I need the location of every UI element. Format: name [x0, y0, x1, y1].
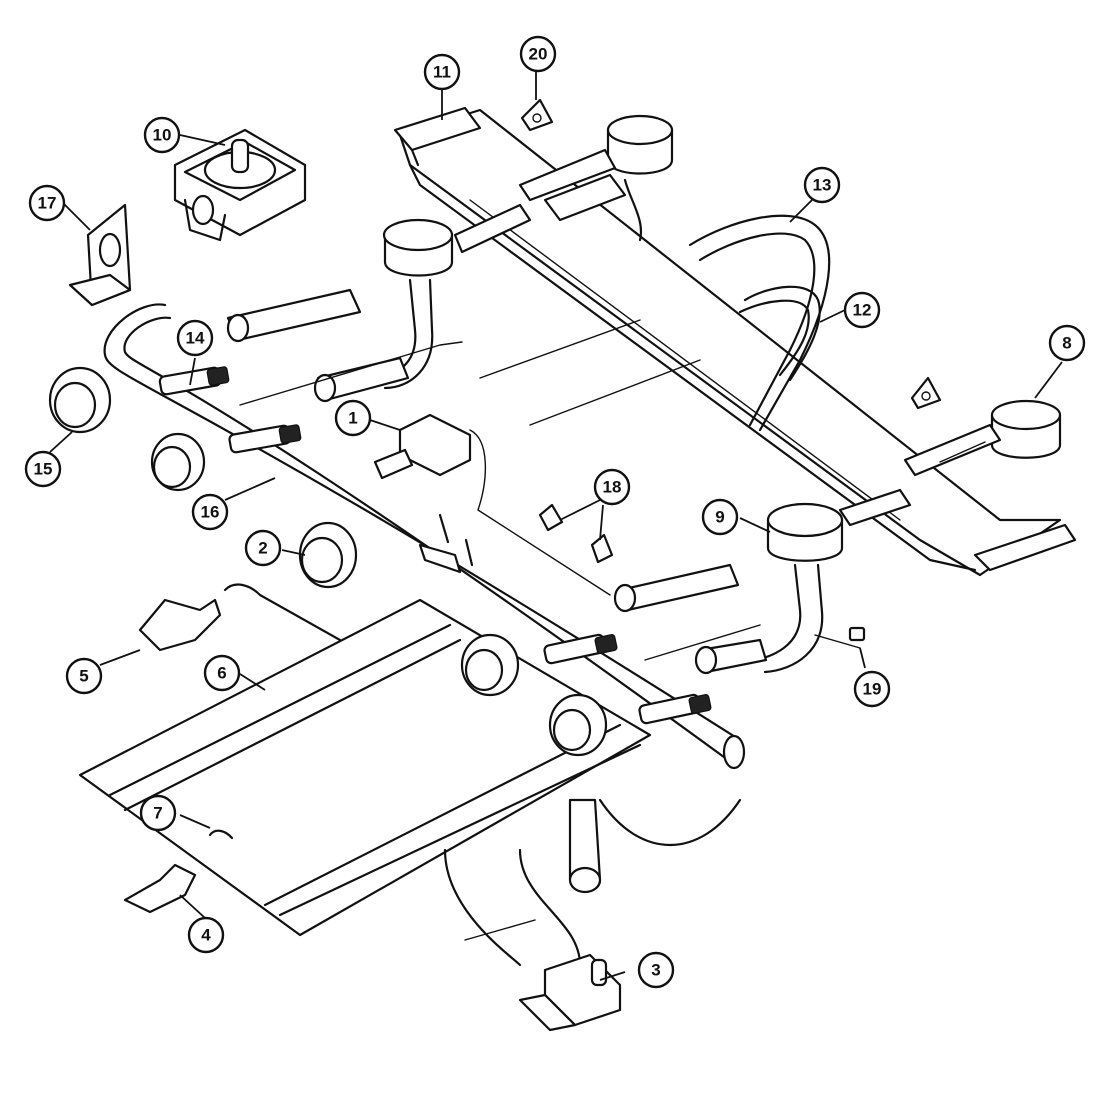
- burner-tube-13: [688, 214, 831, 432]
- burner-cap-part-15: [48, 366, 112, 434]
- switch-part-1: [373, 413, 472, 480]
- leader-lines: [49, 70, 1063, 981]
- callout-label-1: 1: [348, 409, 357, 428]
- callout-label-18: 18: [603, 478, 622, 497]
- burner-head-8: [903, 399, 1062, 477]
- callout-label-6: 6: [217, 664, 226, 683]
- callout-18: 18: [593, 468, 631, 506]
- burner-tube-12: [738, 285, 821, 382]
- callout-label-10: 10: [153, 126, 172, 145]
- callout-7: 7: [139, 794, 177, 832]
- callout-2: 2: [244, 529, 282, 567]
- callout-label-2: 2: [258, 539, 267, 558]
- clip-part-20b: [910, 376, 942, 410]
- ignition-wires: [239, 319, 861, 661]
- bracket-part-17: [68, 203, 132, 307]
- callout-12: 12: [843, 291, 881, 329]
- clip-part-7: [208, 829, 234, 840]
- callout-label-3: 3: [651, 961, 660, 980]
- callout-label-16: 16: [201, 503, 220, 522]
- callouts: 1 2 3 4 5 6 7 8 9 10 11 12 13 14 15 16 1…: [24, 35, 1086, 989]
- oven-burner-caps: [460, 633, 608, 757]
- oven-thermostat-wire: [443, 848, 582, 967]
- venturi-tubes: [226, 288, 768, 675]
- oven-igniter: [568, 798, 742, 894]
- callout-label-9: 9: [715, 508, 724, 527]
- callout-16: 16: [191, 493, 229, 531]
- screws-part-18: [418, 503, 614, 574]
- callout-label-14: 14: [186, 329, 205, 348]
- callout-8: 8: [1048, 324, 1086, 362]
- callout-3: 3: [637, 951, 675, 989]
- burner-head-rear-left: [518, 114, 674, 242]
- callout-9: 9: [701, 498, 739, 536]
- bracket-part-5: [138, 583, 342, 652]
- callout-label-13: 13: [813, 176, 832, 195]
- callout-label-20: 20: [529, 45, 548, 64]
- callout-6: 6: [203, 654, 241, 692]
- callout-10: 10: [143, 116, 181, 154]
- wire-connector-19: [848, 626, 866, 642]
- callout-label-8: 8: [1062, 334, 1071, 353]
- callout-19: 19: [853, 670, 891, 708]
- callout-label-4: 4: [201, 926, 211, 945]
- safety-valve-part-3: [518, 953, 622, 1032]
- callout-label-12: 12: [853, 301, 872, 320]
- callout-20: 20: [519, 35, 557, 73]
- callout-14: 14: [176, 319, 214, 357]
- callout-label-5: 5: [79, 667, 88, 686]
- callout-4: 4: [187, 916, 225, 954]
- bracket-part-4: [123, 863, 197, 914]
- callout-17: 17: [28, 184, 66, 222]
- burner-frame-crossbar: [398, 108, 1077, 577]
- valve-part-10: [173, 128, 307, 242]
- burner-cap-part-15b: [150, 432, 206, 492]
- clip-part-20: [520, 98, 554, 132]
- callout-label-19: 19: [863, 680, 882, 699]
- callout-5: 5: [65, 657, 103, 695]
- callout-label-17: 17: [38, 194, 57, 213]
- callout-label-15: 15: [34, 460, 53, 479]
- callout-label-7: 7: [153, 804, 162, 823]
- callout-label-11: 11: [433, 63, 451, 82]
- burner-head-9: [753, 488, 912, 674]
- callout-1: 1: [334, 399, 372, 437]
- callout-15: 15: [24, 450, 62, 488]
- callout-11: 11: [423, 53, 461, 91]
- burner-cap-part-2: [298, 521, 358, 589]
- callout-13: 13: [803, 166, 841, 204]
